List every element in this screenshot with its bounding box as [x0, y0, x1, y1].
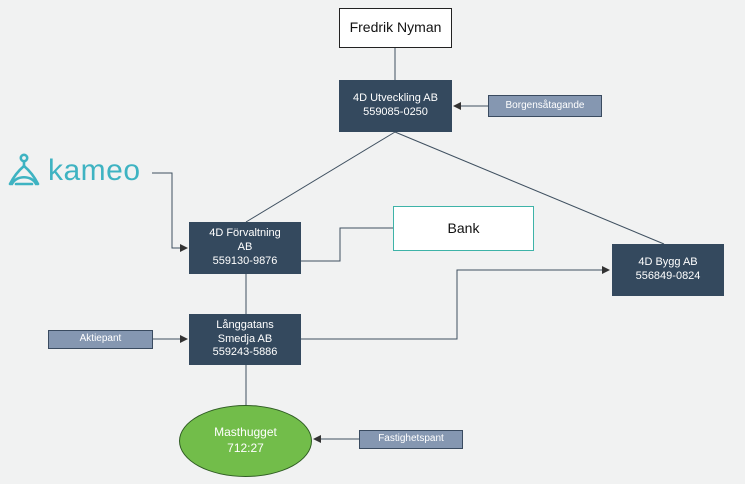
node-bygg[interactable]: 4D Bygg AB 556849-0824 [612, 244, 724, 296]
tag-share-pledge-label: Aktiepant [79, 333, 122, 345]
tag-guarantee-label: Borgensåtagande [505, 99, 585, 111]
connector-utveckling-forvaltning [245, 131, 396, 223]
node-smedja-name-2: Smedja AB [217, 332, 273, 345]
kameo-logo-text: kameo [48, 154, 141, 187]
node-forvaltning[interactable]: 4D Förvaltning AB 559130-9876 [189, 222, 301, 274]
node-utveckling[interactable]: 4D Utveckling AB 559085-0250 [339, 80, 452, 132]
node-owner[interactable]: Fredrik Nyman [339, 8, 452, 48]
connector-forvaltning-bank [301, 227, 393, 262]
node-bygg-name: 4D Bygg AB [638, 256, 698, 269]
node-bank-label: Bank [447, 219, 480, 236]
node-forvaltning-orgnr: 559130-9876 [212, 254, 278, 267]
node-property-name: Masthugget [214, 425, 277, 440]
connector-smedja-bygg [301, 266, 610, 340]
tag-property-pledge[interactable]: Fastighetspant [359, 430, 463, 449]
node-utveckling-name: 4D Utveckling AB [353, 92, 438, 105]
tag-property-pledge-label: Fastighetspant [378, 433, 444, 445]
node-property-id: 712:27 [227, 441, 264, 455]
node-owner-label: Fredrik Nyman [349, 19, 442, 36]
connector-utveckling-bygg [394, 131, 665, 245]
connector-logo-forvaltning [152, 172, 188, 252]
tag-share-pledge[interactable]: Aktiepant [48, 330, 153, 349]
kameo-logo: kameo [4, 153, 141, 189]
node-utveckling-orgnr: 559085-0250 [363, 106, 428, 118]
tag-guarantee[interactable]: Borgensåtagande [488, 95, 602, 117]
node-bank[interactable]: Bank [393, 206, 534, 251]
node-forvaltning-name-1: 4D Förvaltning [209, 227, 281, 240]
node-smedja-orgnr: 559243-5886 [212, 346, 278, 359]
node-smedja-name-1: Långgatans [216, 318, 274, 331]
kameo-logo-icon [8, 153, 40, 186]
node-bygg-orgnr: 556849-0824 [635, 270, 701, 282]
node-property[interactable]: Masthugget 712:27 [179, 405, 312, 477]
node-smedja[interactable]: Långgatans Smedja AB 559243-5886 [189, 314, 301, 365]
node-forvaltning-name-2: AB [237, 241, 253, 254]
